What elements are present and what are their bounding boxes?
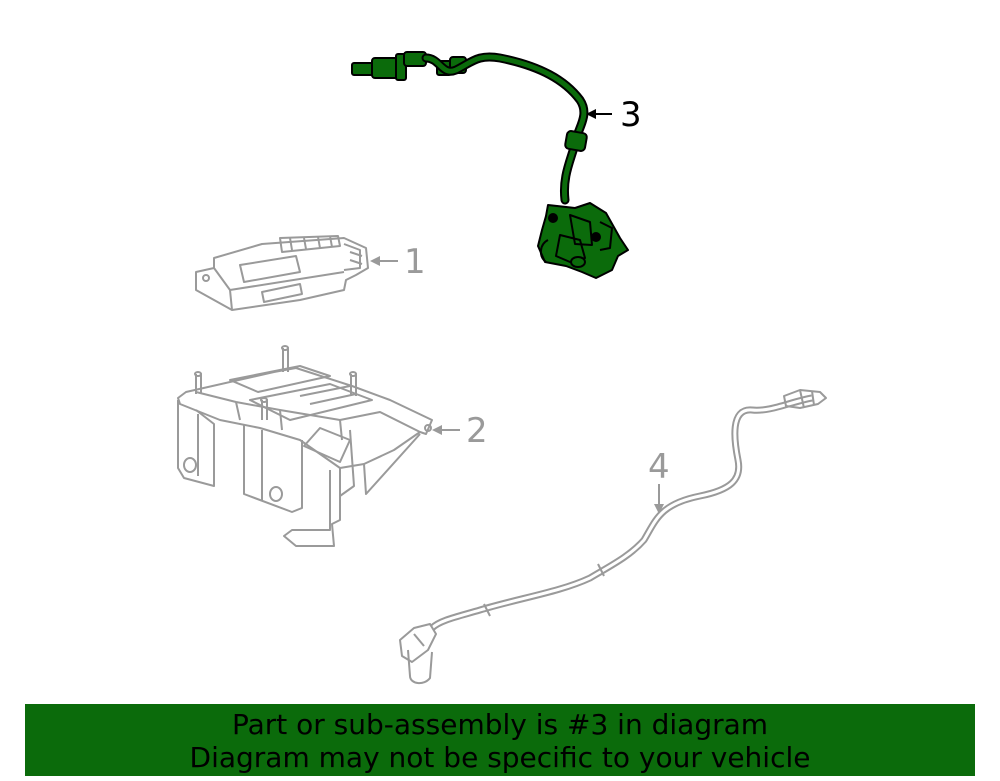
callout-2: 2: [432, 411, 488, 451]
banner-line-1: Part or sub-assembly is #3 in diagram: [231, 708, 769, 741]
info-banner: Part or sub-assembly is #3 in diagram Di…: [25, 704, 975, 776]
part-3-sensor-harness[interactable]: [351, 51, 629, 279]
part-1-control-module[interactable]: [195, 235, 369, 311]
callout-2-label: 2: [466, 411, 488, 451]
callout-1: 1: [370, 242, 426, 282]
part-2-mounting-bracket[interactable]: [177, 345, 433, 547]
parts-diagram: 3 1: [177, 51, 827, 684]
callout-1-label: 1: [404, 242, 426, 282]
callout-4: 4: [648, 447, 670, 514]
callout-3-label: 3: [620, 95, 642, 135]
banner-line-2: Diagram may not be specific to your vehi…: [189, 741, 811, 774]
callout-4-label: 4: [648, 447, 670, 487]
part-4-cable-assembly[interactable]: [399, 389, 827, 684]
callout-3: 3: [586, 95, 642, 135]
